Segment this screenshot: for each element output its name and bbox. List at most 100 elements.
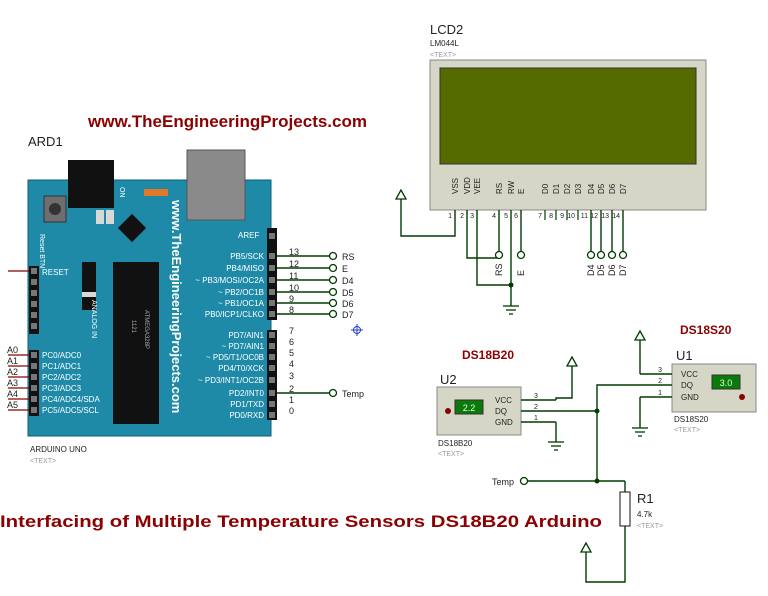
- analog-pin-function: PC3/ADC3: [42, 384, 82, 393]
- net-terminal-d4[interactable]: [328, 275, 338, 285]
- header-pad: [31, 352, 37, 358]
- lcd-pin-number: 8: [549, 213, 553, 220]
- sensor-pin-number: 3: [658, 367, 662, 374]
- net-label: RS: [342, 252, 355, 262]
- r1-text-tag: <TEXT>: [637, 523, 663, 530]
- arduino-text-tag: <TEXT>: [30, 458, 56, 465]
- header-pad: [269, 390, 275, 396]
- lcd-net-terminal-d7[interactable]: [618, 250, 628, 260]
- header-analog: [29, 350, 39, 416]
- digital-pin-number: 8: [289, 305, 294, 315]
- reset-button-cap: [49, 203, 61, 215]
- digital-pin-function: PD2/INT0: [229, 389, 265, 398]
- analog-pin-number: A4: [7, 389, 18, 399]
- header-pad: [31, 279, 37, 285]
- atmega-chip[interactable]: [113, 262, 159, 424]
- net-label: D7: [342, 310, 354, 320]
- header-pad: [269, 277, 275, 283]
- net-terminal-e[interactable]: [328, 263, 338, 273]
- r1-body: [619, 491, 631, 527]
- header-pad: [269, 233, 275, 239]
- header-pad: [269, 289, 275, 295]
- lcd-pin-number: 1: [448, 213, 452, 220]
- sensor-pin-number: 1: [658, 390, 662, 397]
- lcd-pin-name: VEE: [473, 178, 482, 194]
- lcd-net-terminal-e[interactable]: [516, 250, 526, 260]
- lcd-net-terminal-d4[interactable]: [586, 250, 596, 260]
- net-terminal-rs[interactable]: [328, 251, 338, 261]
- header-pad: [269, 343, 275, 349]
- u1-display: [711, 374, 741, 390]
- net-terminal-d7[interactable]: [328, 309, 338, 319]
- header-pad: [31, 268, 37, 274]
- sensor-pin-name: VCC: [681, 370, 698, 379]
- lcd-net-terminal-rs[interactable]: [494, 250, 504, 260]
- junctions: [508, 282, 600, 484]
- caption: Interfacing of Multiple Temperature Sens…: [0, 512, 602, 531]
- u2-display: [454, 399, 484, 415]
- digital-pin-function: PB5/SCK: [230, 252, 264, 261]
- lcd-pin-number: 14: [612, 213, 620, 220]
- lcd-net-label: D7: [618, 264, 628, 276]
- lcd-pin-number: 2: [460, 213, 464, 220]
- header-pad: [31, 301, 37, 307]
- lcd-pin-name: D1: [552, 183, 561, 194]
- header-pad: [269, 377, 275, 383]
- digital-pin-number: 7: [289, 326, 294, 336]
- header-reset: [29, 266, 39, 334]
- lcd-pin-number: 12: [590, 213, 598, 220]
- power-arrows: [394, 188, 647, 553]
- arduino-uno[interactable]: ARD1 Reset BTN ON ATMEGA328P 1121 www.Th…: [7, 134, 299, 465]
- header-digital-top: [267, 228, 277, 320]
- header-pad: [269, 412, 275, 418]
- net-label: E: [342, 264, 348, 274]
- lcd-pin-labels: VSS1VDD2VEE3RS4RW5E6D07D18D29D310D411D51…: [448, 177, 628, 220]
- lcd-net-label: RS: [494, 263, 504, 276]
- resistor-r1[interactable]: R1 4.7k <TEXT>: [619, 491, 663, 530]
- u1-title: DS18S20: [680, 323, 732, 337]
- lcd-module[interactable]: LCD2 LM044L <TEXT> VSS1VDD2VEE3RS4RW5E6D…: [429, 22, 707, 220]
- lcd-pin-name: RS: [495, 183, 504, 194]
- digital-pin-function: PD1/TXD: [230, 400, 264, 409]
- lcd-pin-number: 11: [581, 213, 588, 220]
- net-label: D4: [342, 276, 354, 286]
- sensor-pin-number: 1: [534, 415, 538, 422]
- header-pad: [31, 312, 37, 318]
- net-label: D5: [342, 288, 354, 298]
- analog-pin-number: A5: [7, 400, 18, 410]
- analog-in-label: ANALOG IN: [90, 300, 97, 338]
- u2-ref: U2: [440, 372, 457, 387]
- dc-jack: [68, 160, 114, 208]
- header-pad: [269, 354, 275, 360]
- digital-pin-number: 12: [289, 259, 299, 269]
- net-terminal-temp[interactable]: [328, 388, 338, 398]
- lcd-net-terminal-d6[interactable]: [607, 250, 617, 260]
- r1-value: 4.7k: [637, 510, 653, 519]
- header-pad: [31, 290, 37, 296]
- temp-terminal-circle[interactable]: [519, 476, 529, 486]
- aref-label: AREF: [238, 231, 259, 240]
- digital-pin-number: 2: [289, 384, 294, 394]
- digital-pin-number: 6: [289, 337, 294, 347]
- r1-ref: R1: [637, 491, 654, 506]
- digital-pin-function: ~ PD3/INT1/OC2B: [198, 376, 264, 385]
- digital-pin-function: PD4/T0/XCK: [218, 364, 264, 373]
- analog-pin-function: PC0/ADC0: [42, 351, 82, 360]
- header-pad: [269, 332, 275, 338]
- component-cap-2: [106, 210, 114, 224]
- analog-pin-function: PC5/ADC5/SCL: [42, 406, 99, 415]
- lcd-net-label: E: [516, 270, 526, 276]
- header-pad: [269, 365, 275, 371]
- lcd-net-terminal-d5[interactable]: [596, 250, 606, 260]
- lcd-pin-name: D7: [619, 183, 628, 194]
- lcd-screen: [439, 67, 697, 165]
- component-cap-1: [96, 210, 104, 224]
- net-terminal-d5[interactable]: [328, 287, 338, 297]
- net-terminal-d6[interactable]: [328, 298, 338, 308]
- chip-id: 1121: [130, 320, 136, 334]
